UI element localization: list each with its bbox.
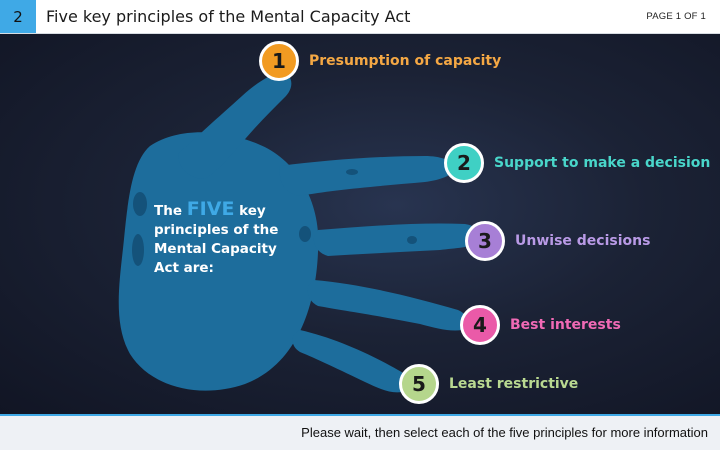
content-stage: The FIVE key principles of the Mental Ca… bbox=[0, 34, 720, 414]
principle-1-button[interactable]: 1 Presumption of capacity bbox=[259, 41, 501, 81]
intro-highlight: FIVE bbox=[186, 198, 235, 220]
principle-3-button[interactable]: 3 Unwise decisions bbox=[465, 221, 650, 261]
intro-pre: The bbox=[154, 203, 187, 219]
principle-1-number: 1 bbox=[259, 41, 299, 81]
principle-5-number: 5 bbox=[399, 364, 439, 404]
principle-2-number: 2 bbox=[444, 143, 484, 183]
principle-3-number: 3 bbox=[465, 221, 505, 261]
principle-5-button[interactable]: 5 Least restrictive bbox=[399, 364, 578, 404]
principle-5-label: Least restrictive bbox=[449, 376, 579, 392]
footer-bar: Please wait, then select each of the fiv… bbox=[0, 414, 720, 450]
title-bar: 2 Five key principles of the Mental Capa… bbox=[0, 0, 720, 34]
slide-number: 2 bbox=[0, 0, 36, 33]
principle-4-number: 4 bbox=[460, 305, 500, 345]
intro-text: The FIVE key principles of the Mental Ca… bbox=[154, 200, 304, 278]
principle-4-label: Best interests bbox=[510, 317, 621, 333]
intro-post: key principles of the Mental Capacity Ac… bbox=[154, 203, 279, 276]
principle-3-label: Unwise decisions bbox=[515, 233, 651, 249]
principle-1-label: Presumption of capacity bbox=[309, 53, 502, 69]
page-indicator: PAGE 1 OF 1 bbox=[646, 11, 706, 22]
principle-2-button[interactable]: 2 Support to make a decision bbox=[444, 143, 710, 183]
footer-instruction: Please wait, then select each of the fiv… bbox=[301, 425, 708, 440]
principle-2-label: Support to make a decision bbox=[494, 155, 711, 171]
principle-4-button[interactable]: 4 Best interests bbox=[460, 305, 621, 345]
page-title: Five key principles of the Mental Capaci… bbox=[46, 7, 411, 26]
hand-print-graphic bbox=[118, 72, 482, 393]
